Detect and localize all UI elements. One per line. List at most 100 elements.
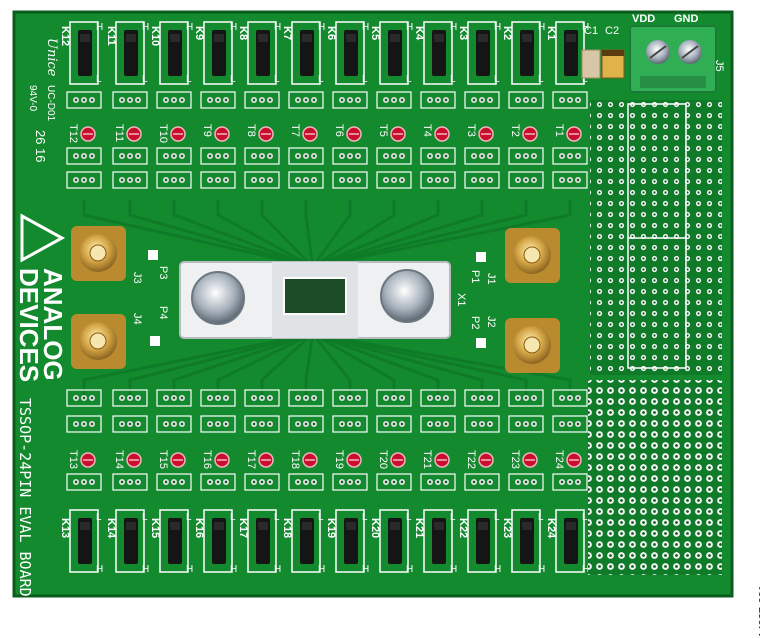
header-outline <box>376 147 412 165</box>
header-outline <box>156 147 192 165</box>
jumper-label: K4 <box>413 26 425 41</box>
header-hole <box>428 154 432 158</box>
pin-header-strips <box>66 91 588 491</box>
header-hole <box>312 480 316 484</box>
test-point-label: T20 <box>377 450 389 469</box>
header-hole <box>180 480 184 484</box>
jumper-label: K8 <box>237 26 249 40</box>
header-hole <box>304 98 308 102</box>
test-point-label: T14 <box>113 450 125 469</box>
jumper-cap <box>170 34 180 42</box>
jumper-end-high: H <box>230 22 237 33</box>
header-outline <box>508 415 544 433</box>
jumper-end-low: L <box>142 512 148 523</box>
connector-label-j3: J3 <box>131 272 143 284</box>
jumper-end-high: H <box>186 564 193 575</box>
jumper-label: K18 <box>281 518 293 538</box>
trace-top <box>172 200 301 264</box>
jumper-cap <box>302 34 312 42</box>
header-hole <box>576 98 580 102</box>
header-hole <box>208 422 212 426</box>
header-outline <box>376 415 412 433</box>
header-hole <box>180 422 184 426</box>
pin-label-p3: P3 <box>157 266 169 279</box>
test-point-label: T21 <box>421 450 433 469</box>
jumper-outline <box>423 21 453 85</box>
header-outline <box>156 91 192 109</box>
header-outline <box>156 389 192 407</box>
jumper-end-low: L <box>142 74 148 85</box>
test-point-label: T18 <box>289 450 301 469</box>
header-hole <box>560 98 564 102</box>
header-hole <box>120 98 124 102</box>
header-outline <box>508 171 544 189</box>
header-outline <box>464 389 500 407</box>
header-hole <box>356 422 360 426</box>
jumper-outline <box>247 21 277 85</box>
header-hole <box>208 98 212 102</box>
jumper-cap <box>522 34 532 42</box>
pin-label-p2: P2 <box>469 316 481 329</box>
header-hole <box>576 154 580 158</box>
jumper-label: K14 <box>105 518 117 539</box>
header-outline <box>288 389 324 407</box>
header-hole <box>356 98 360 102</box>
sma-connectors <box>71 226 560 373</box>
maker-mark: Unice <box>44 38 59 77</box>
header-hole <box>216 396 220 400</box>
jumper-label: K20 <box>369 518 381 538</box>
header-hole <box>90 396 94 400</box>
header-hole <box>400 98 404 102</box>
header-hole <box>128 480 132 484</box>
header-hole <box>180 154 184 158</box>
jumper-label: K11 <box>105 26 117 46</box>
jumper-cap <box>258 34 268 42</box>
jumper-label: K22 <box>457 518 469 538</box>
header-hole <box>488 396 492 400</box>
header-hole <box>128 98 132 102</box>
header-hole <box>348 480 352 484</box>
test-point-label: T10 <box>157 124 169 143</box>
jumper-label: K21 <box>413 518 425 538</box>
jumper-cap <box>126 522 136 530</box>
header-hole <box>516 98 520 102</box>
header-outline <box>552 415 588 433</box>
header-outline <box>112 415 148 433</box>
header-hole <box>312 154 316 158</box>
header-outline <box>332 473 368 491</box>
jumper-end-low: L <box>494 74 500 85</box>
header-hole <box>296 98 300 102</box>
jumper-outline <box>511 509 541 573</box>
header-hole <box>384 178 388 182</box>
header-hole <box>252 154 256 158</box>
jumper-outline <box>159 509 189 573</box>
header-hole <box>224 422 228 426</box>
jumper-outline <box>69 21 99 85</box>
header-hole <box>444 396 448 400</box>
header-outline <box>244 389 280 407</box>
header-hole <box>340 98 344 102</box>
header-outline <box>112 147 148 165</box>
header-hole <box>216 480 220 484</box>
connector-label-j4: J4 <box>131 313 143 325</box>
header-hole <box>304 396 308 400</box>
terminal-label: J5 <box>713 60 725 72</box>
header-hole <box>568 154 572 158</box>
header-outline <box>464 147 500 165</box>
connector-label-j2: J2 <box>485 316 497 328</box>
power-terminal <box>629 25 717 93</box>
jumper-cap <box>80 522 90 530</box>
header-hole <box>312 178 316 182</box>
jumper-end-high: H <box>362 564 369 575</box>
date-code: 26 16 <box>33 130 48 163</box>
header-hole <box>296 396 300 400</box>
jumper-end-low: L <box>318 74 324 85</box>
jumper-end-high: H <box>450 564 457 575</box>
header-outline <box>156 171 192 189</box>
test-point-label: T4 <box>421 124 433 137</box>
pin-pads <box>148 250 486 348</box>
jumper-label: K17 <box>237 518 249 538</box>
pin-label-p1: P1 <box>469 270 481 283</box>
header-hole <box>480 178 484 182</box>
